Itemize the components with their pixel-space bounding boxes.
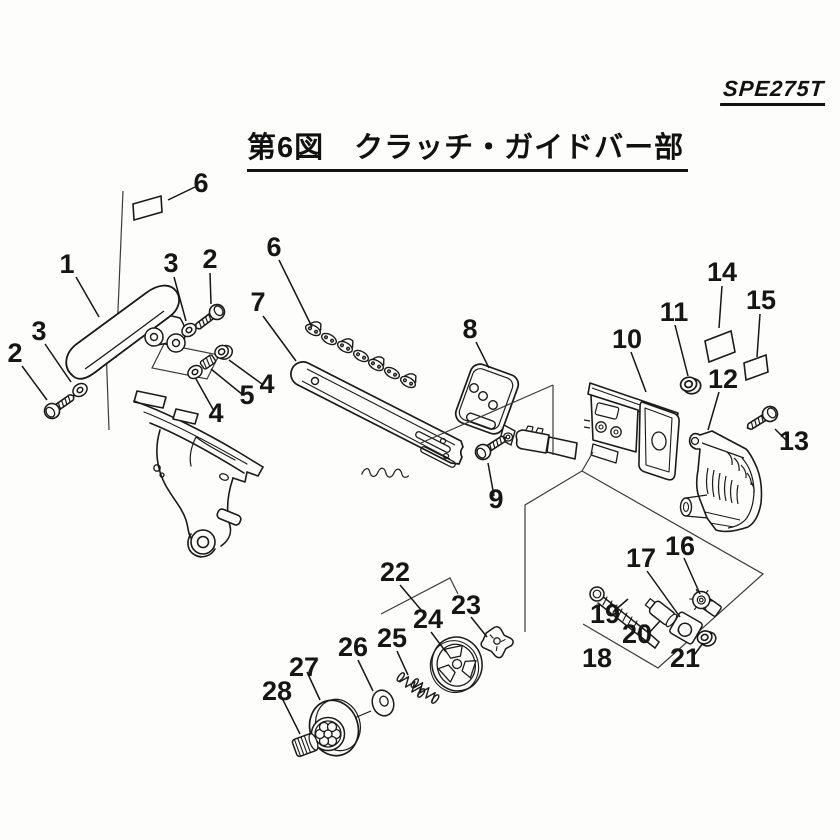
nut-11 — [678, 373, 704, 398]
callout-25: 25 — [377, 623, 407, 653]
callout-10: 10 — [612, 324, 642, 354]
figure-title: 第6図 クラッチ・ガイドバー部 — [247, 124, 689, 172]
callout-12: 12 — [708, 364, 738, 394]
inner-side-plate — [515, 382, 680, 481]
callout-13: 13 — [779, 426, 809, 456]
clutch-shoes-24 — [429, 636, 483, 694]
callout-2-lower: 2 — [7, 338, 22, 368]
guide-bar — [290, 361, 464, 478]
washer-26 — [371, 689, 395, 717]
callout-17: 17 — [626, 543, 656, 573]
sprocket-cover — [679, 430, 763, 533]
tensioner-assembly — [589, 586, 722, 650]
label-sticker-15 — [743, 353, 769, 382]
label-sticker-14 — [704, 329, 736, 364]
callout-28: 28 — [262, 676, 292, 706]
construction-lines-front — [380, 384, 765, 669]
needle-bearing-28 — [291, 732, 319, 758]
callout-1: 1 — [59, 249, 74, 279]
screw-2-lower — [40, 388, 79, 423]
callout-27: 27 — [289, 652, 319, 682]
callout-8: 8 — [462, 314, 477, 344]
powerhead-body — [133, 390, 264, 558]
callout-5: 5 — [239, 380, 254, 410]
callout-6-chain: 6 — [266, 232, 281, 262]
clutch-drum-27 — [308, 698, 362, 757]
callout-4-right: 4 — [259, 369, 274, 399]
bar-plate — [454, 363, 520, 447]
tensioner-block-17 — [669, 611, 703, 645]
callout-23: 23 — [451, 590, 481, 620]
guard-fasteners — [40, 300, 236, 423]
leader-lines — [21, 186, 788, 735]
callout-26: 26 — [338, 632, 368, 662]
callout-18: 18 — [582, 643, 612, 673]
callout-9: 9 — [488, 484, 503, 514]
callout-3-lower: 3 — [31, 316, 46, 346]
tensioner-gear-16 — [689, 588, 722, 617]
callout-21: 21 — [670, 643, 700, 673]
callout-2-upper: 2 — [202, 244, 217, 274]
callout-20: 20 — [622, 619, 652, 649]
callout-3-upper: 3 — [163, 248, 178, 278]
callout-15: 15 — [746, 285, 776, 315]
pin-5 — [199, 354, 217, 370]
callout-numbers: 6 1 3 2 2 3 4 5 4 6 7 8 9 10 11 12 13 14… — [7, 168, 809, 706]
callout-6-sticker: 6 — [193, 168, 208, 198]
clutch-hub-23 — [480, 626, 514, 659]
callout-11: 11 — [660, 297, 689, 327]
callout-22: 22 — [380, 557, 410, 587]
callout-7: 7 — [250, 287, 265, 317]
label-sticker-6 — [132, 194, 163, 222]
hand-guard — [65, 284, 187, 380]
callout-19: 19 — [590, 599, 620, 629]
callout-14: 14 — [707, 257, 737, 287]
callout-16: 16 — [665, 531, 695, 561]
callout-4-left: 4 — [208, 398, 223, 428]
callout-24: 24 — [413, 604, 443, 634]
